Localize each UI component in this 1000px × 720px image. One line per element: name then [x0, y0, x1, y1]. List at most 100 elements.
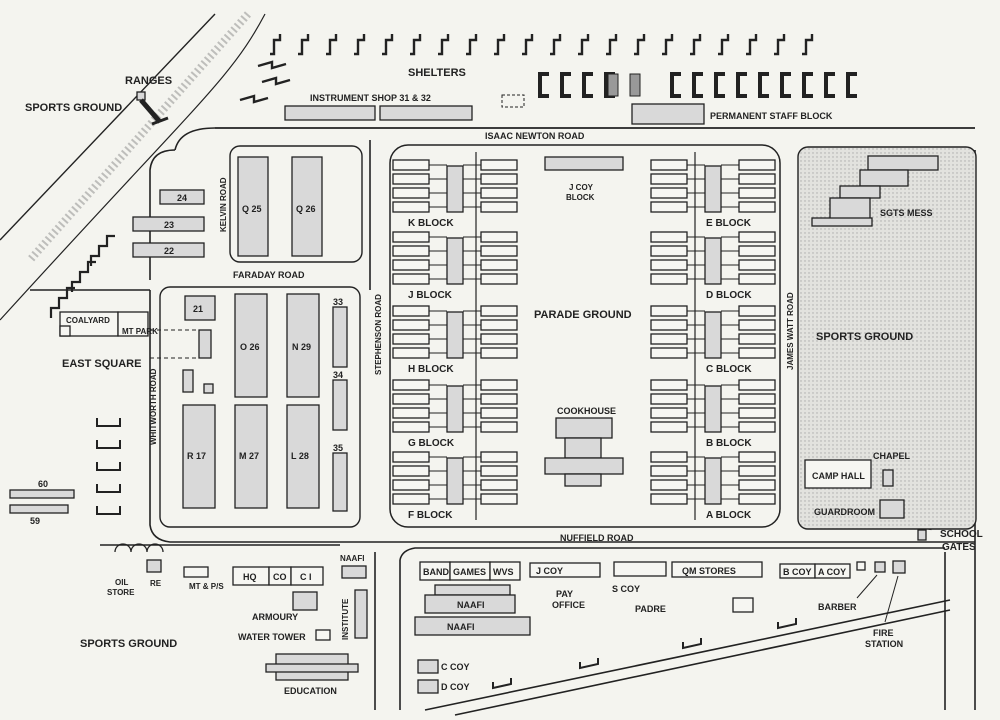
bracket-hut — [670, 72, 681, 98]
sw-hut — [96, 440, 121, 449]
barrack-block: K BLOCK — [392, 159, 518, 229]
isaac-newton-road-label: ISAAC NEWTON ROAD — [485, 131, 585, 141]
chapel-label: CHAPEL — [873, 451, 911, 461]
bracket-hut — [582, 72, 593, 98]
naafi-small-label: NAAFI — [340, 554, 364, 563]
coalyard-bin — [59, 325, 71, 337]
shelter-hut — [634, 34, 646, 56]
s-coy-hut — [613, 561, 667, 577]
sports-ground-e-label: SPORTS GROUND — [816, 331, 913, 343]
camp-hall — [804, 459, 872, 489]
cookhouse-label: COOKHOUSE — [557, 406, 616, 416]
shelter-hut — [239, 94, 269, 104]
block-label: F BLOCK — [408, 510, 453, 521]
building-60 — [9, 489, 75, 499]
naafi-mid — [424, 594, 516, 614]
shelter-hut — [494, 34, 506, 56]
permanent-staff-label: PERMANENT STAFF BLOCK — [710, 111, 833, 121]
building-22 — [132, 242, 205, 258]
re-hut — [146, 559, 162, 573]
wvs-room — [489, 561, 521, 581]
faraday-road-label: FARADAY ROAD — [233, 270, 305, 280]
kelvin-quad — [229, 145, 363, 263]
guardroom-label: GUARDROOM — [814, 507, 875, 517]
camp-hall-label: CAMP HALL — [812, 471, 865, 481]
se-hut — [777, 618, 797, 630]
block-label: J BLOCK — [408, 290, 453, 301]
bracket-hut — [802, 72, 813, 98]
naafi-mid-label: NAAFI — [457, 600, 485, 610]
sw-hut — [96, 506, 121, 515]
shelter-hut — [718, 34, 730, 56]
chapel — [882, 469, 894, 487]
j-coy-block — [544, 156, 624, 171]
shelter-hut — [774, 34, 786, 56]
shelter-hut — [550, 34, 562, 56]
education-label: EDUCATION — [284, 686, 337, 696]
barber-kiosk — [856, 561, 866, 571]
c-coy-hut — [417, 659, 439, 674]
sw-hut — [96, 418, 121, 427]
james-watt-road-label: JAMES WATT ROAD — [786, 292, 795, 370]
shelter-hut — [298, 34, 310, 56]
sgts-mess-label: SGTS MESS — [880, 208, 933, 218]
padre-label: PADRE — [635, 604, 666, 614]
wvs-label: WVS — [493, 567, 514, 577]
building-23 — [132, 216, 205, 232]
games-label: GAMES — [453, 567, 486, 577]
building-59 — [9, 504, 69, 514]
hq-label: HQ — [243, 572, 257, 582]
sports-ground-sw-label: SPORTS GROUND — [80, 638, 177, 650]
nuffield-road-label: NUFFIELD ROAD — [560, 533, 634, 543]
j-coy-label: J COY — [536, 566, 563, 576]
whitworth-quad — [159, 286, 361, 528]
se-hut — [492, 678, 512, 690]
education — [265, 653, 359, 681]
barrack-block: E BLOCK — [650, 159, 776, 229]
building-m27 — [234, 404, 268, 509]
shelter-hut — [606, 34, 618, 56]
block-label: B BLOCK — [706, 438, 752, 449]
stephenson-road-label: STEPHENSON ROAD — [374, 294, 383, 375]
barrack-block: G BLOCK — [392, 379, 518, 449]
bracket-hut — [629, 73, 641, 97]
sw-hut — [96, 484, 121, 493]
j-coy-hut — [529, 562, 601, 578]
shelter-hut — [438, 34, 450, 56]
barrack-block: F BLOCK — [392, 451, 518, 521]
barracks-enclosure — [389, 144, 781, 528]
bracket-hut — [736, 72, 747, 98]
m27-label: M 27 — [239, 451, 259, 461]
q25-label: Q 25 — [242, 204, 262, 214]
a-coy-hut — [814, 563, 851, 579]
shelter-hut — [354, 34, 366, 56]
b23-label: 23 — [164, 220, 174, 230]
ci-building — [290, 566, 324, 586]
shelter-hut — [261, 76, 291, 86]
shelter-hut — [326, 34, 338, 56]
mt-ps-hut — [183, 566, 209, 578]
b24-label: 24 — [177, 193, 187, 203]
instrument-shop-31 — [284, 105, 376, 121]
shelter-hut — [466, 34, 478, 56]
mt-ps-label: MT & P/S — [189, 582, 224, 591]
barrack-block: D BLOCK — [650, 231, 776, 301]
b21-label: 21 — [193, 304, 203, 314]
building-34 — [332, 379, 348, 431]
coalyard — [59, 311, 119, 337]
mt-park-label: MT PARK — [122, 327, 158, 336]
band-label: BAND — [423, 567, 449, 577]
naafi-small — [341, 565, 367, 579]
block-label: D BLOCK — [706, 290, 752, 301]
east-square-label: EAST SQUARE — [62, 358, 141, 370]
barrack-block: A BLOCK — [650, 451, 776, 521]
re-label: RE — [150, 579, 162, 588]
armoury-label: ARMOURY — [252, 612, 298, 622]
co-label: CO — [273, 572, 287, 582]
building-q26 — [291, 156, 323, 257]
building-21 — [184, 295, 216, 321]
